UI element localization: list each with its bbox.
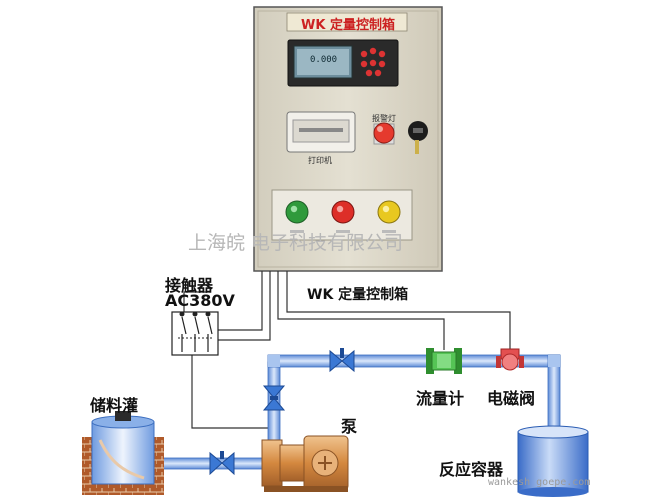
contactor bbox=[171, 311, 219, 356]
storage-tank bbox=[82, 411, 164, 495]
contactor-label: 接触器 bbox=[165, 276, 214, 295]
site-watermark: wankesh goepe.com bbox=[488, 477, 591, 488]
solenoid-valve bbox=[496, 348, 524, 371]
flowmeter bbox=[426, 348, 462, 374]
valve-label: 电磁阀 bbox=[487, 389, 536, 408]
button-panel bbox=[271, 189, 413, 241]
control-cabinet bbox=[253, 6, 443, 272]
controller-unit bbox=[287, 39, 399, 87]
printer-label: 打印机 bbox=[308, 156, 332, 165]
company-watermark: 上海皖 电子科技有限公司 bbox=[188, 232, 404, 254]
tank-label: 储料灌 bbox=[90, 396, 139, 415]
printer-unit bbox=[286, 111, 356, 153]
reactor-label: 反应容器 bbox=[439, 460, 504, 479]
cabinet-caption: WK 定量控制箱 bbox=[307, 287, 409, 303]
key-switch bbox=[408, 121, 428, 154]
riser-valve bbox=[262, 385, 286, 411]
cabinet-title: WK 定量控制箱 bbox=[301, 18, 395, 33]
pump-label: 泵 bbox=[341, 417, 358, 436]
pump bbox=[261, 435, 349, 492]
pipe-valve bbox=[329, 348, 355, 373]
flowmeter-label: 流量计 bbox=[416, 389, 465, 408]
reactor-vessel bbox=[517, 425, 589, 497]
alarm-lamp bbox=[373, 122, 395, 145]
contactor-spec: AC380V bbox=[165, 291, 235, 310]
display-reading: 0.000 bbox=[310, 55, 338, 65]
inlet-valve bbox=[209, 451, 235, 476]
alarm-label: 报警灯 bbox=[372, 114, 396, 123]
